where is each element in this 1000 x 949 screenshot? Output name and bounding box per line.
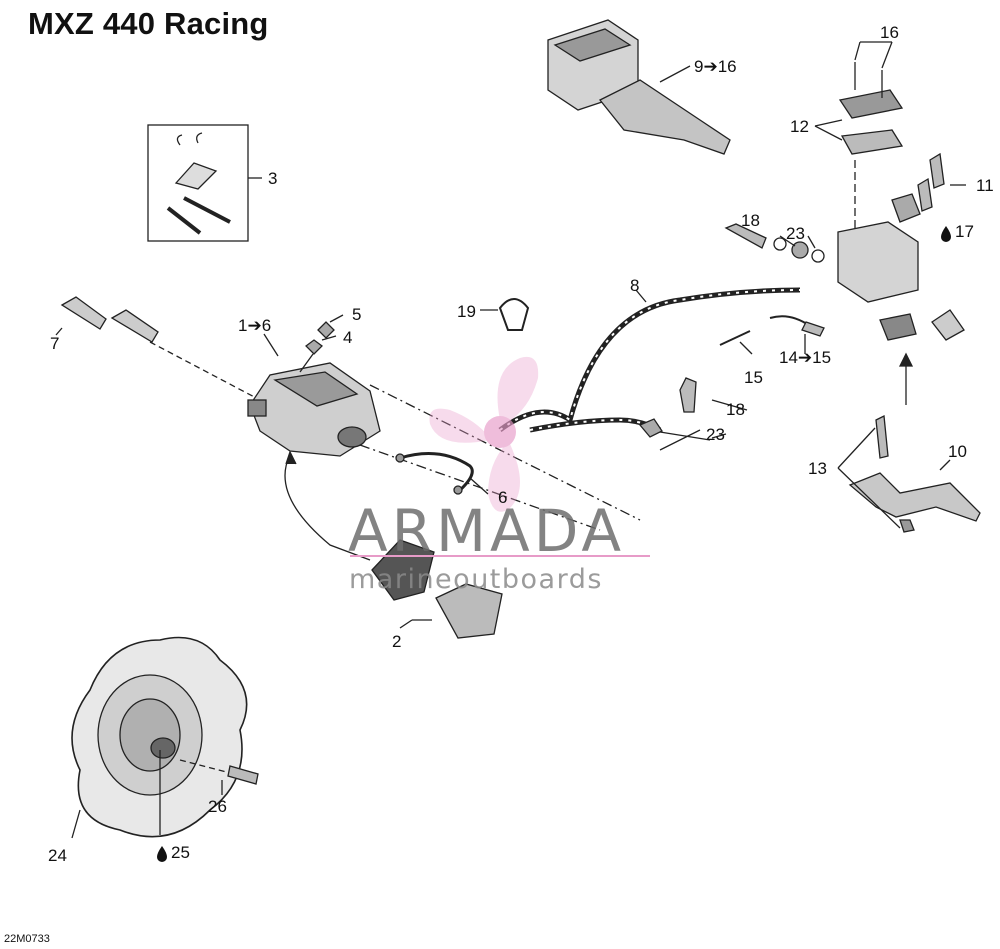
callout-9: 9➔16 — [694, 57, 737, 76]
diagram-title: MXZ 440 Racing — [28, 6, 269, 41]
callout-10: 10 — [948, 442, 967, 461]
callout-6: 6 — [498, 488, 508, 507]
banjo-fittings-top — [724, 223, 825, 263]
callout-26: 26 — [208, 797, 227, 816]
oil-drop-icon — [157, 846, 167, 862]
callout-4: 4 — [343, 328, 353, 347]
brake-caliper — [247, 321, 381, 457]
pin-kit-box — [147, 124, 262, 242]
oil-drop-icon — [941, 226, 951, 242]
callout-3: 3 — [268, 169, 278, 188]
assembly-arrow-up — [898, 352, 914, 405]
callout-19: 19 — [457, 302, 476, 321]
callout-25: 25 — [171, 843, 190, 862]
callout-5: 5 — [352, 305, 362, 324]
callout-18-upper: 18 — [741, 211, 760, 230]
callout-8: 8 — [630, 276, 640, 295]
diagram-reference-code: 22M0733 — [4, 933, 50, 945]
caliper-bolts — [55, 296, 261, 401]
callout-13: 13 — [808, 459, 827, 478]
brake-switch — [719, 315, 825, 355]
callout-15: 15 — [744, 368, 763, 387]
callout-14: 14➔15 — [779, 348, 832, 367]
callout-23-lower: 23 — [706, 425, 725, 444]
banjo-fittings-lower — [638, 377, 711, 451]
callout-1: 1➔6 — [238, 316, 272, 335]
callout-24: 24 — [48, 846, 67, 865]
callout-23-upper: 23 — [786, 224, 805, 243]
callout-2: 2 — [392, 632, 402, 651]
master-cylinder-upper — [547, 19, 731, 155]
callout-7: 7 — [50, 334, 60, 353]
callout-12: 12 — [790, 117, 809, 136]
watermark-tagline: marineoutboards — [349, 564, 603, 595]
callout-17: 17 — [955, 222, 974, 241]
callout-16: 16 — [880, 23, 899, 42]
watermark-propeller-icon — [429, 356, 539, 512]
master-cylinder-right — [814, 41, 966, 341]
brake-lever — [837, 414, 981, 533]
callout-11: 11 — [976, 176, 994, 195]
brake-hose-long — [498, 287, 801, 433]
brake-disc — [71, 636, 259, 839]
watermark-brand: ARMADA — [348, 497, 626, 565]
brake-hose-short — [395, 452, 474, 495]
callout-18-lower: 18 — [726, 400, 745, 419]
hose-grommet — [480, 298, 530, 331]
